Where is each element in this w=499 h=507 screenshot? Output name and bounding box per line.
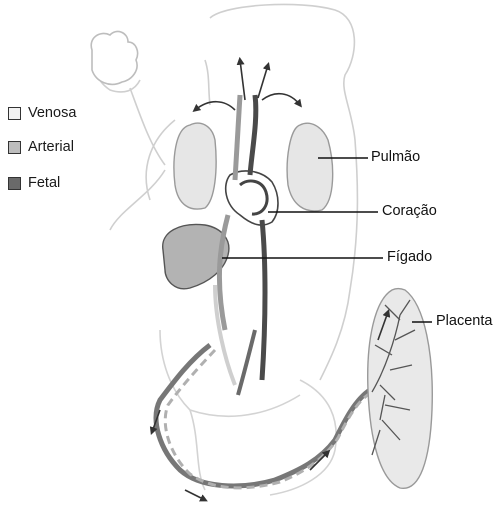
legend-label-fetal: Fetal bbox=[28, 175, 60, 191]
label-lung: Pulmão bbox=[371, 149, 420, 165]
arrow-upper-up-right bbox=[258, 65, 268, 98]
legend-swatch-fetal bbox=[8, 177, 21, 190]
legend-item-venosa: Venosa bbox=[8, 103, 76, 123]
right-lung bbox=[287, 123, 333, 211]
legend-item-arterial: Arterial bbox=[8, 137, 74, 157]
umbilical-vein bbox=[215, 285, 235, 385]
legend-label-arterial: Arterial bbox=[28, 139, 74, 155]
umbilical-artery bbox=[238, 330, 255, 395]
placenta bbox=[368, 289, 433, 489]
baby-hand-outline bbox=[91, 31, 137, 84]
legend-item-fetal: Fetal bbox=[8, 173, 60, 193]
left-lung bbox=[174, 123, 216, 209]
label-heart: Coração bbox=[382, 203, 437, 219]
cord-arrow-bottom bbox=[185, 490, 205, 500]
legend-label-venosa: Venosa bbox=[28, 105, 76, 121]
arrow-upper-right bbox=[262, 94, 300, 105]
arrow-upper-left bbox=[195, 102, 235, 110]
label-placenta: Placenta bbox=[436, 313, 492, 329]
legend-swatch-venosa bbox=[8, 107, 21, 120]
umbilical-cord-b bbox=[165, 350, 372, 488]
label-liver: Fígado bbox=[387, 249, 432, 265]
arrow-upper-up bbox=[240, 60, 245, 100]
legend-swatch-arterial bbox=[8, 141, 21, 154]
